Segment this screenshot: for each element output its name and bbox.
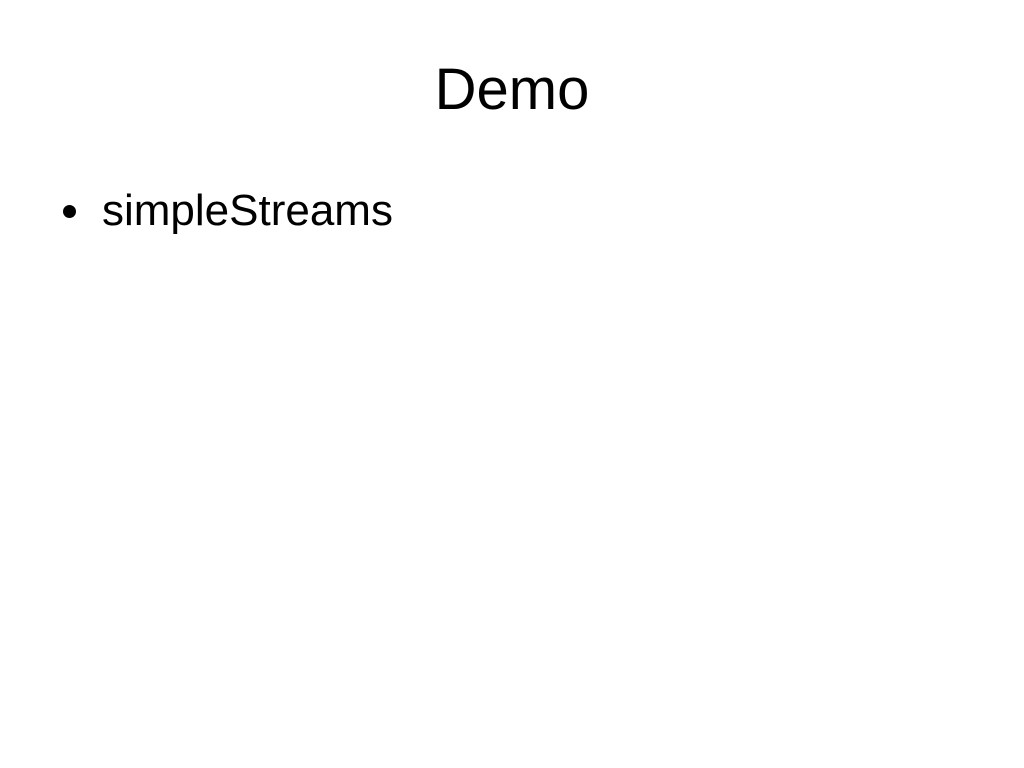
list-item: simpleStreams: [63, 186, 984, 237]
bullet-list: simpleStreams: [63, 186, 984, 237]
slide-title: Demo: [434, 57, 590, 122]
bullet-item-label: simpleStreams: [102, 186, 393, 235]
bullet-icon: [63, 205, 76, 218]
